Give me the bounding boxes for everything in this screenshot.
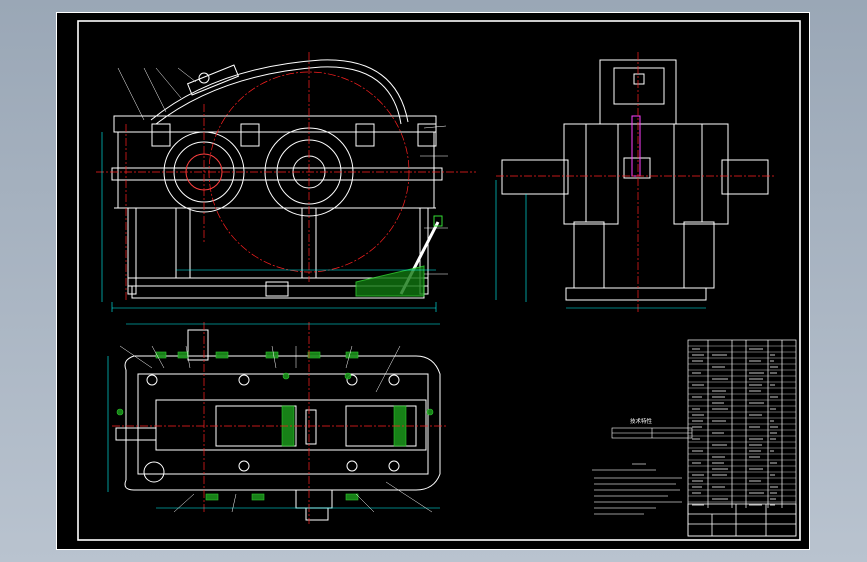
parts-list: [687, 339, 797, 537]
tech-specs-table: [611, 427, 693, 439]
gearbox-assembly-drawing: 技术特性: [56, 12, 810, 550]
side-dimensions: [495, 180, 706, 309]
side-elevation: [501, 59, 769, 301]
parts-list-entries: [692, 348, 778, 506]
plan-center-lines: [112, 322, 448, 524]
front-elevation: [111, 59, 443, 299]
plan-hatching: [116, 351, 434, 501]
inner-frame: [77, 20, 801, 541]
title-block: [687, 503, 797, 537]
side-center-lines: [496, 52, 776, 312]
front-leaders: [117, 67, 448, 275]
plan-dimensions: [107, 323, 440, 509]
plan-view: [115, 329, 441, 521]
drawing-sheet: 技术特性: [56, 12, 810, 550]
tech-box-title: 技术特性: [630, 417, 653, 425]
front-dimensions: [101, 132, 437, 312]
front-center-lines: [96, 52, 476, 302]
plan-leaders: [119, 345, 433, 513]
parts-list-rows: [688, 345, 796, 503]
outer-frame: [56, 12, 810, 550]
technical-notes: [592, 463, 682, 515]
